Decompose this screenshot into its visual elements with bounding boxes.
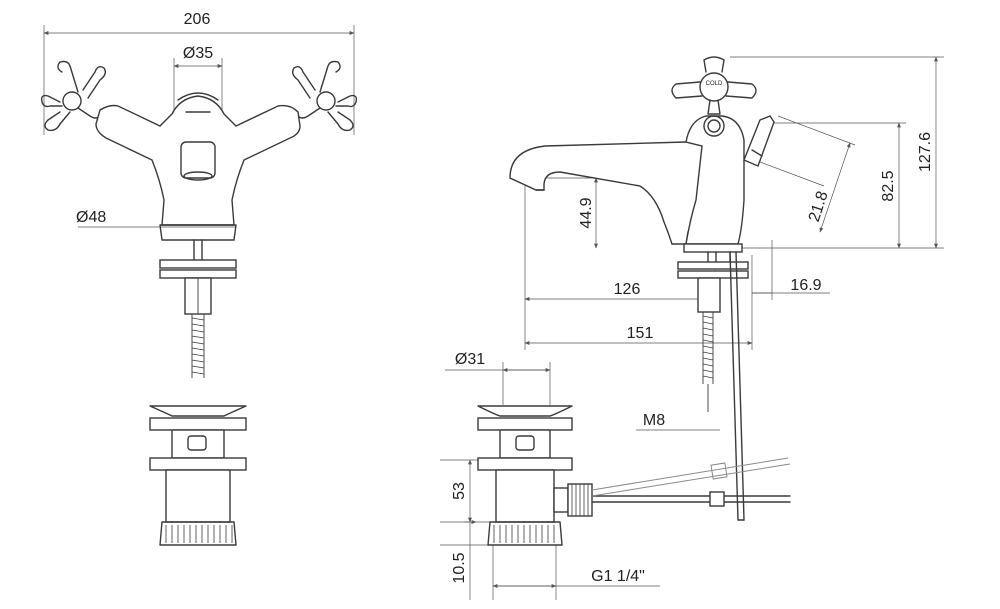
- side-body: [685, 115, 745, 245]
- front-washer-top: [159, 259, 237, 269]
- lever-length-dimension-line: [819, 142, 851, 233]
- lever-length-label: 21.8: [806, 189, 832, 224]
- base-diameter-label: Ø48: [76, 209, 106, 226]
- side-washer-top: [677, 261, 749, 270]
- side-nut: [697, 277, 721, 313]
- waste-view: [440, 362, 791, 600]
- side-view: COLD: [509, 56, 944, 521]
- linkage-clamp: [709, 491, 725, 507]
- side-threaded-tail: [702, 312, 714, 412]
- spout-reach-label: 126: [614, 281, 641, 298]
- right-cross-handle: [291, 60, 358, 132]
- waste-connector: [553, 487, 569, 513]
- left-cross-handle: [40, 60, 107, 132]
- front-washer-bottom: [159, 269, 237, 279]
- thread-length-label: 10.5: [451, 552, 468, 583]
- side-cross-handle: COLD: [671, 56, 757, 137]
- front-waste: [149, 405, 247, 546]
- flange-diameter-label: Ø31: [455, 351, 485, 368]
- popup-rod: [729, 251, 739, 521]
- outlet-diameter-label: Ø35: [183, 45, 213, 62]
- handle-label: COLD: [706, 81, 723, 87]
- overall-height-label: 127.6: [917, 132, 934, 172]
- spout-top-height-label: 82.5: [880, 170, 897, 201]
- lever-offset-label: 16.9: [790, 277, 821, 294]
- overall-width-label: 206: [184, 11, 211, 28]
- front-outlet: [180, 141, 216, 179]
- thread-size-label: G1 1/4": [591, 568, 645, 585]
- side-lever: [743, 115, 775, 167]
- body-height-label: 53: [451, 482, 468, 500]
- tail-thread-label: M8: [643, 412, 665, 429]
- outlet-height-label: 44.9: [578, 197, 595, 228]
- front-view: 206 Ø35 Ø48: [40, 11, 358, 546]
- side-washer-bottom: [677, 270, 749, 279]
- overall-depth-label: 151: [627, 325, 654, 342]
- side-spout: [509, 141, 703, 245]
- front-threaded-rod: [191, 314, 205, 378]
